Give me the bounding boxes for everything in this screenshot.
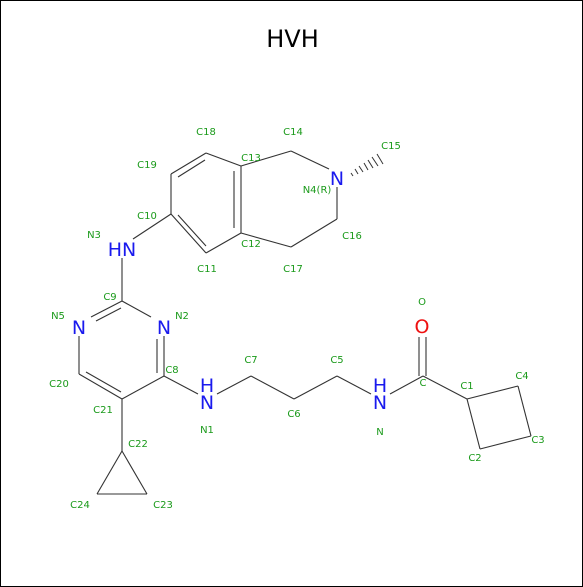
- bond-c20-c21-inner: [85, 371, 122, 393]
- atom-label-c1: C1: [460, 381, 473, 392]
- atom-label-c10: C10: [137, 211, 157, 222]
- bond-c18-c19: [170, 152, 207, 175]
- bond-c1-c4: [466, 385, 519, 400]
- bond-c5-n: [336, 375, 372, 395]
- atom-label-c24: C24: [70, 500, 90, 511]
- atom-label-c22: C22: [128, 439, 148, 450]
- atom-label-c20: C20: [49, 379, 69, 390]
- atom-label-c11: C11: [197, 264, 217, 275]
- bond-c22-c23: [121, 450, 148, 495]
- bond-c22-c24: [96, 450, 123, 495]
- bond-c10-c11-inner: [177, 214, 207, 247]
- bond-c9-n2: [121, 300, 152, 318]
- bond-c16-c17: [290, 218, 338, 248]
- atom-label-n2: N2: [175, 311, 189, 322]
- bond-c11-c12: [205, 232, 242, 254]
- atom-label-c23: C23: [153, 500, 173, 511]
- atom-label-n4r: N4(R): [303, 185, 332, 196]
- bond-c-c1: [422, 375, 468, 400]
- atom-label-c13: C13: [241, 153, 261, 164]
- bond-c9-n5: [90, 300, 123, 318]
- heteroatom-o: O: [415, 316, 430, 338]
- atom-label-c18: C18: [196, 127, 216, 138]
- atom-label-c14: C14: [283, 127, 303, 138]
- atom-label-n3: N3: [87, 230, 101, 241]
- bond-n1-c7: [216, 375, 252, 395]
- bond-c20-c21: [78, 373, 123, 400]
- atom-label-n5: N5: [51, 311, 65, 322]
- bond-c2-c1: [466, 398, 481, 450]
- atom-label-c21: C21: [93, 405, 113, 416]
- bond-n4-c15-hash: [350, 153, 384, 177]
- atom-label-c19: C19: [137, 160, 157, 171]
- atom-label-c2: C2: [468, 453, 481, 464]
- atom-label-c15: C15: [381, 141, 401, 152]
- atom-label-c: C: [420, 378, 427, 389]
- bonds: [78, 150, 532, 495]
- atom-label-c12: C12: [241, 239, 261, 250]
- bond-c17-c12: [240, 232, 292, 248]
- atom-label-c3: C3: [531, 435, 544, 446]
- atom-label-c9: C9: [103, 292, 116, 303]
- atom-label-n: N: [376, 427, 383, 438]
- atom-label-c4: C4: [515, 371, 528, 382]
- atom-label-c7: C7: [244, 355, 257, 366]
- bond-c10-n3: [132, 213, 172, 240]
- bond-c4-c3: [517, 385, 532, 437]
- bond-c8-n1: [163, 375, 199, 395]
- heteroatom-n2: N: [157, 317, 171, 339]
- bond-c7-c6: [250, 375, 295, 400]
- bond-c10-c11: [170, 213, 207, 254]
- bond-c21-c8: [121, 375, 165, 400]
- bond-c13-c14: [240, 150, 292, 167]
- bond-c14-n4: [290, 150, 330, 170]
- atom-label-c16: C16: [342, 231, 362, 242]
- bond-c13-c18: [205, 152, 242, 167]
- molecule-title: HVH: [266, 25, 319, 53]
- bond-c6-c5: [293, 375, 338, 400]
- bond-c9-n5-inner: [95, 307, 122, 322]
- heteroatom-n4: N: [330, 168, 344, 190]
- atom-label-c8: C8: [165, 365, 178, 376]
- atom-label-c6: C6: [287, 409, 300, 420]
- atom-label-n1: N1: [200, 425, 214, 436]
- bond-n-c: [389, 375, 424, 395]
- heteroatom-n3: HN: [108, 239, 137, 261]
- heteroatom-n5: N: [72, 317, 86, 339]
- atom-label-c5: C5: [330, 355, 343, 366]
- atom-label-c17: C17: [283, 264, 303, 275]
- atom-label-o: O: [418, 297, 426, 308]
- bond-c18-c19-inner: [177, 159, 206, 178]
- bond-c3-c2: [479, 435, 532, 450]
